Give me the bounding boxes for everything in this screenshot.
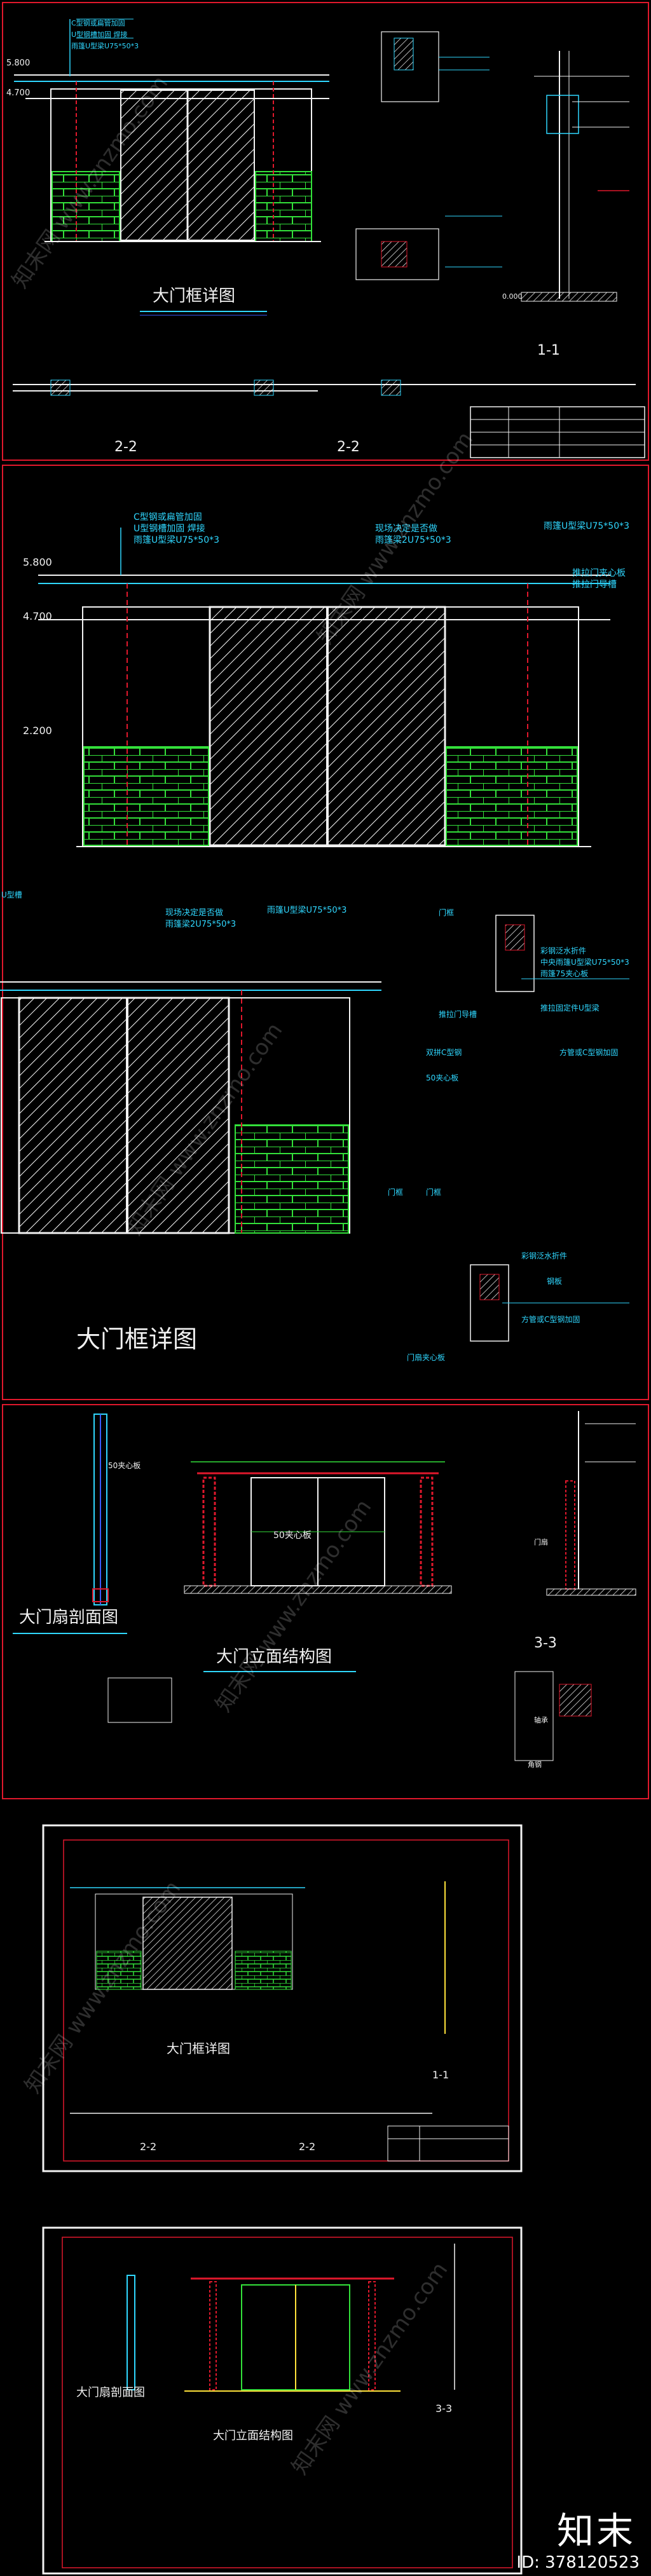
note-label: 门框 [439,908,454,917]
section-label: 2-2 [299,2141,315,2153]
note-label: 轴承 [534,1715,548,1724]
note-label: 雨篷U型梁U75*50*3 [134,535,219,545]
drawing-title: 大门立面结构图 [216,1647,332,1666]
level-label: 2.200 [23,725,52,737]
note-label: 雨篷U型梁U75*50*3 [267,906,346,915]
drawing-title: 大门框详图 [153,287,235,306]
note-label: U型钢槽加固 焊接 [71,30,128,39]
section-label: 2-2 [337,439,360,455]
section-detail-1-1: 1-1 0.000 [502,51,629,358]
note-label: C型钢或扁管加固 [134,512,202,522]
note-label: 彩钢泛水折件 [521,1251,567,1260]
gate-leaf-section: 50夹心板 大门扇剖面图 [13,1414,172,1723]
section-label: 3-3 [534,1635,557,1651]
note-label: 方管或C型钢加固 [559,1047,618,1057]
note-label: 推拉固定件U型梁 [540,1003,600,1012]
note-label: 推拉门导槽 [439,1009,477,1019]
note-label: U型钢槽加固 焊接 [134,523,205,534]
node-details-1 [355,31,502,280]
note-label: 中央雨篷U型梁U75*50*3 [540,957,629,967]
note-label: 50夹心板 [273,1530,312,1541]
note-label: 双拼C型钢 [426,1048,462,1057]
note-label: 雨篷U型梁U75*50*3 [544,521,629,531]
node-details-2: 门框 彩钢泛水折件 中央雨篷U型梁U75*50*3 雨篷75夹心板 推拉门导槽 … [388,908,629,1362]
drawing-title: 大门框详图 [167,2041,230,2056]
note-label: 50夹心板 [426,1073,458,1082]
level-label: 5.800 [23,556,52,568]
sheet-2: 5.800 4.700 2.200 C型钢或扁管加固 U型钢槽加固 焊接 雨篷U… [0,465,649,1400]
note-label: 推拉门夹心板 [572,568,626,578]
drawing-title: 大门扇剖面图 [19,1608,118,1627]
note-label: 现场决定是否做 [375,524,437,534]
note-label: 50夹心板 [108,1461,140,1470]
plan-2-2: 2-2 2-2 [13,379,636,455]
level-label: 0.000 [502,292,523,301]
note-label: 门框 [426,1187,441,1197]
note-label: 雨篷U型梁U75*50*3 [71,41,139,50]
note-label: 角钢 [528,1761,542,1769]
note-label: 雨篷梁2U75*50*3 [165,920,236,929]
section-label: 2-2 [114,439,137,455]
gate-elevation-3: U型槽 现场决定是否做 雨篷梁2U75*50*3 雨篷U型梁U75*50*3 大… [0,890,381,1353]
drawing-title: 大门立面结构图 [213,2429,293,2443]
preview-sheet-2: 大门扇剖面图 大门立面结构图 3-3 [42,2226,523,2575]
level-label: 5.800 [6,58,30,68]
note-label: 钢板 [547,1277,562,1286]
section-label: 2-2 [140,2141,156,2153]
gate-structure-elevation: 50夹心板 大门立面结构图 [184,1461,452,1672]
gate-elevation-2: 5.800 4.700 2.200 C型钢或扁管加固 U型钢槽加固 焊接 雨篷U… [23,512,629,847]
note-label: 雨篷75夹心板 [540,969,588,978]
drawing-title: 大门扇剖面图 [76,2386,145,2399]
drawing-title: 大门框详图 [76,1325,197,1353]
note-label: 推拉门导槽 [572,580,617,590]
note-label: 门扇夹心板 [407,1353,445,1362]
section-label: 1-1 [537,343,560,358]
section-label: 1-1 [432,2069,449,2081]
note-label: 方管或C型钢加固 [521,1314,580,1324]
level-label: 4.700 [23,610,52,622]
section-label: 3-3 [435,2402,452,2415]
brand-logo-text: 知末 [556,2509,636,2552]
note-label: 现场决定是否做 [165,908,223,918]
note-label: U型槽 [1,890,22,899]
preview-sheet-1: 大门框详图 1-1 2-2 2-2 [42,1824,523,2172]
note-label: 门扇 [534,1537,548,1546]
note-label: 门框 [388,1187,403,1197]
section-detail-3-3: 3-3 门扇 轴承 角钢 [514,1411,636,1769]
gate-elevation-1: 5.800 4.700 C型钢或扁管加固 U型钢槽加固 焊接 雨篷U型梁U75*… [6,18,329,316]
title-block-1 [470,406,645,458]
sheet-3: 50夹心板 大门扇剖面图 50夹心板 大门立面结构图 3-3 [2,1404,649,1799]
brand-id-text: ID: 378120523 [516,2553,640,2572]
note-label: 雨篷梁2U75*50*3 [375,535,451,545]
level-label: 4.700 [6,88,30,98]
note-label: C型钢或扁管加固 [71,18,125,27]
note-label: 彩钢泛水折件 [540,946,586,955]
sheet-1: 5.800 4.700 C型钢或扁管加固 U型钢槽加固 焊接 雨篷U型梁U75*… [2,2,649,461]
